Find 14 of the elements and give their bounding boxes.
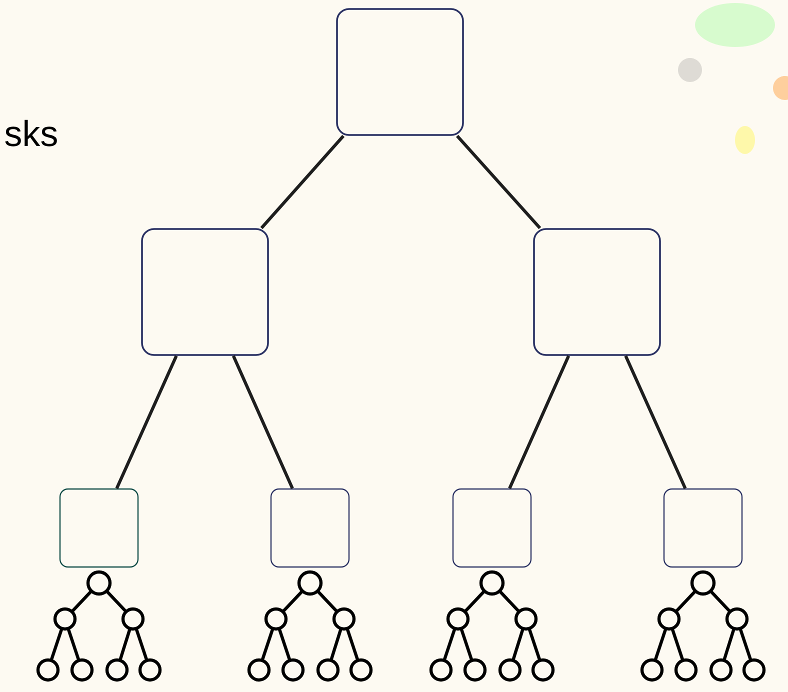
heading-text: sks <box>5 120 57 146</box>
connector-line <box>624 355 687 490</box>
tree-box <box>336 8 464 136</box>
tree-box <box>533 228 661 356</box>
connector-line <box>232 355 294 490</box>
tree-box <box>59 488 139 568</box>
tree-box <box>141 228 269 356</box>
connector-line <box>456 134 542 230</box>
connector-line <box>260 134 345 230</box>
tree-box <box>270 488 350 568</box>
connector-line <box>508 355 570 490</box>
tree-box <box>663 488 743 568</box>
tree-box <box>452 488 532 568</box>
connector-line <box>115 355 178 490</box>
